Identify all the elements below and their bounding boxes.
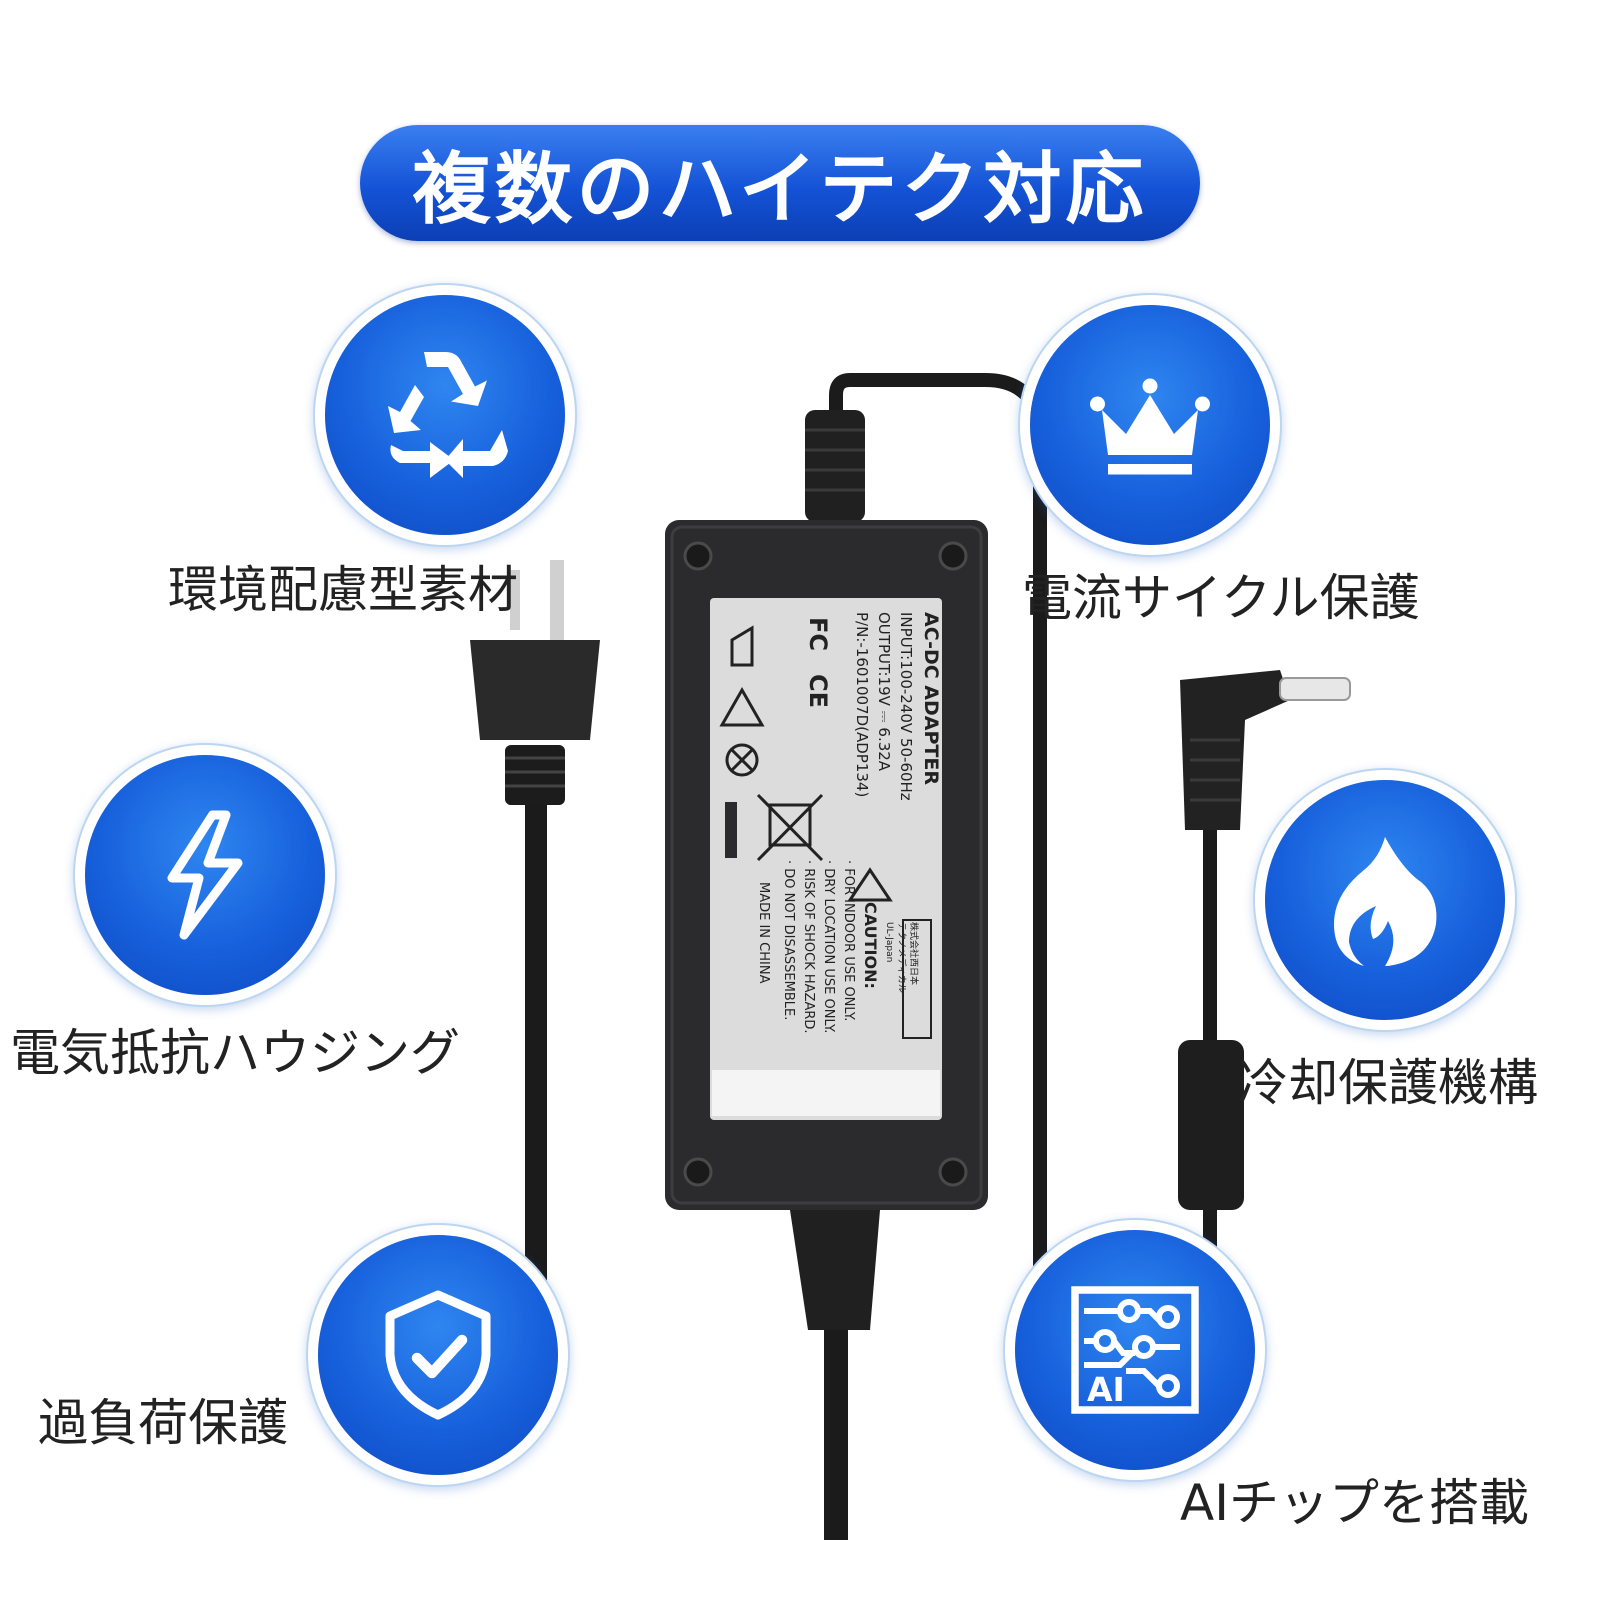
crown-badge: [1030, 305, 1270, 545]
ai-chip-text: AI: [1087, 1370, 1125, 1409]
flame-badge: [1265, 780, 1505, 1020]
recycle-icon: [388, 352, 508, 478]
feature-label-resist: 電気抵抗ハウジング: [10, 1024, 460, 1082]
flame-icon: [1334, 837, 1437, 966]
title-banner: 複数のハイテク対応: [360, 125, 1200, 241]
ai-chip-icon: AI: [1071, 1286, 1199, 1414]
recycle-badge: [325, 295, 565, 535]
lightning-icon: [167, 810, 243, 940]
page-title: 複数のハイテク対応: [412, 145, 1148, 235]
feature-label-cycle: 電流サイクル保護: [1022, 569, 1420, 627]
crown-icon: [1090, 378, 1210, 475]
feature-label-eco: 環境配慮型素材: [168, 561, 518, 619]
feature-label-ai: AIチップを搭載: [1180, 1474, 1529, 1532]
lightning-badge: [85, 755, 325, 995]
ai-chip-badge: AI: [1015, 1230, 1255, 1470]
feature-label-cooling: 冷却保護機構: [1238, 1054, 1538, 1112]
shield-badge: [318, 1235, 558, 1475]
shield-check-icon: [385, 1290, 491, 1420]
feature-label-overload: 過負荷保護: [38, 1394, 288, 1452]
